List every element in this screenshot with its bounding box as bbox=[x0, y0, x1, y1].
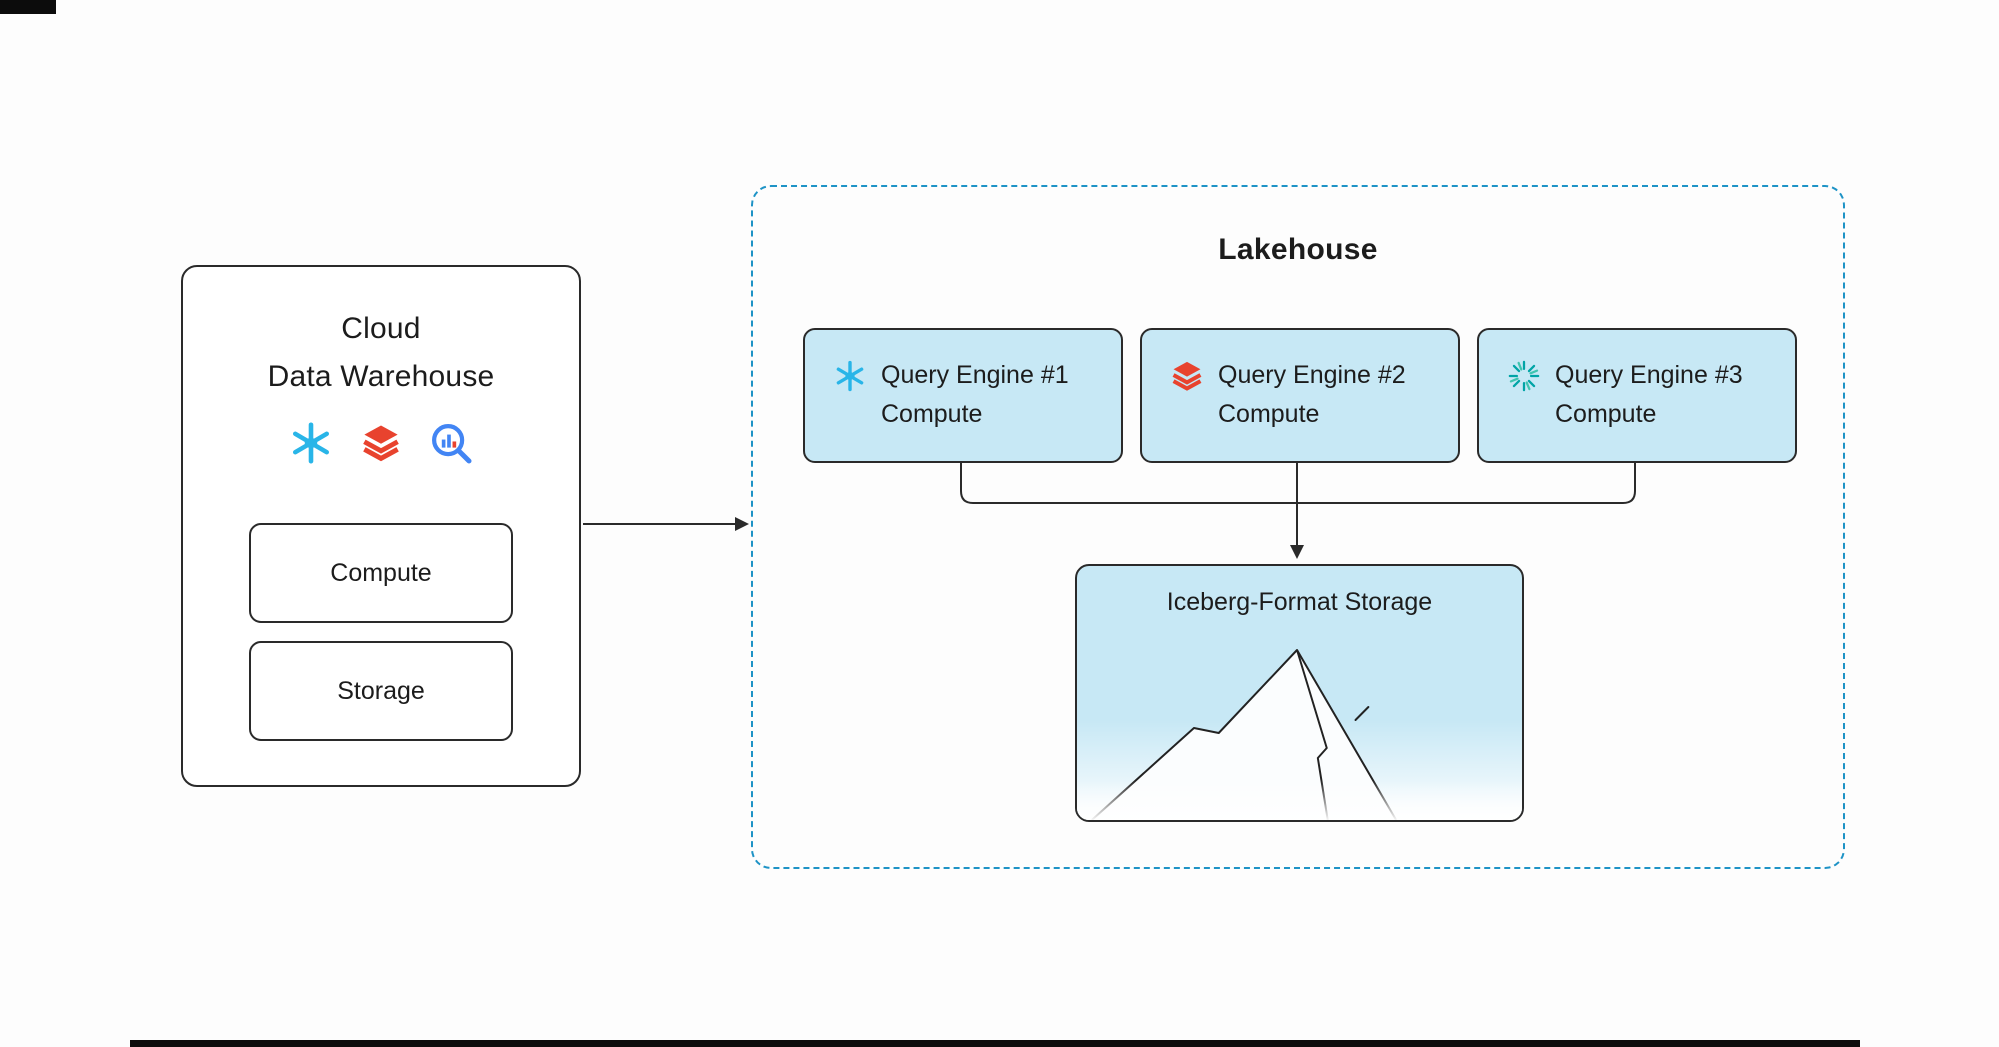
query-engine-3-sublabel: Compute bbox=[1555, 400, 1657, 428]
snowflake-icon bbox=[288, 420, 334, 471]
snowflake-icon bbox=[833, 359, 867, 398]
query-engine-1-label: Query Engine #1 bbox=[881, 361, 1069, 389]
title-line-1: Cloud bbox=[341, 312, 421, 345]
query-engine-2-label: Query Engine #2 bbox=[1218, 361, 1406, 389]
iceberg-storage-box: Iceberg-Format Storage bbox=[1075, 564, 1524, 822]
title-line-2: Data Warehouse bbox=[267, 360, 495, 393]
lakehouse-title: Lakehouse bbox=[1218, 233, 1378, 266]
query-engine-3-label: Query Engine #3 bbox=[1555, 361, 1743, 389]
letterbox-bar-top bbox=[0, 0, 56, 14]
cloud-data-warehouse-title: Cloud Data Warehouse bbox=[268, 305, 495, 401]
query-engine-2-box: Query Engine #2 Compute bbox=[1140, 328, 1460, 463]
warehouse-compute-label: Compute bbox=[330, 558, 432, 587]
vendor-icons-row bbox=[288, 421, 474, 469]
query-engine-1-text: Query Engine #1 Compute bbox=[881, 356, 1069, 434]
query-engine-2-text: Query Engine #2 Compute bbox=[1218, 356, 1406, 434]
databricks-icon bbox=[1170, 359, 1204, 398]
query-engine-3-box: Query Engine #3 Compute bbox=[1477, 328, 1797, 463]
databricks-icon bbox=[360, 422, 402, 469]
warehouse-compute-box: Compute bbox=[249, 523, 513, 623]
query-magnifier-icon bbox=[428, 420, 474, 471]
letterbox-bar-bottom bbox=[130, 1040, 1860, 1047]
warehouse-storage-label: Storage bbox=[337, 676, 425, 705]
lakehouse-container: Lakehouse Query Engine #1 Compute bbox=[751, 185, 1845, 869]
cloud-data-warehouse-box: Cloud Data Warehouse bbox=[181, 265, 581, 787]
query-engine-3-text: Query Engine #3 Compute bbox=[1555, 356, 1743, 434]
query-engine-1-box: Query Engine #1 Compute bbox=[803, 328, 1123, 463]
warehouse-storage-box: Storage bbox=[249, 641, 513, 741]
iceberg-illustration bbox=[1077, 649, 1522, 820]
query-engine-1-sublabel: Compute bbox=[881, 400, 983, 428]
query-engine-2-sublabel: Compute bbox=[1218, 400, 1320, 428]
iceberg-storage-title: Iceberg-Format Storage bbox=[1166, 588, 1433, 616]
starburst-icon bbox=[1507, 359, 1541, 398]
